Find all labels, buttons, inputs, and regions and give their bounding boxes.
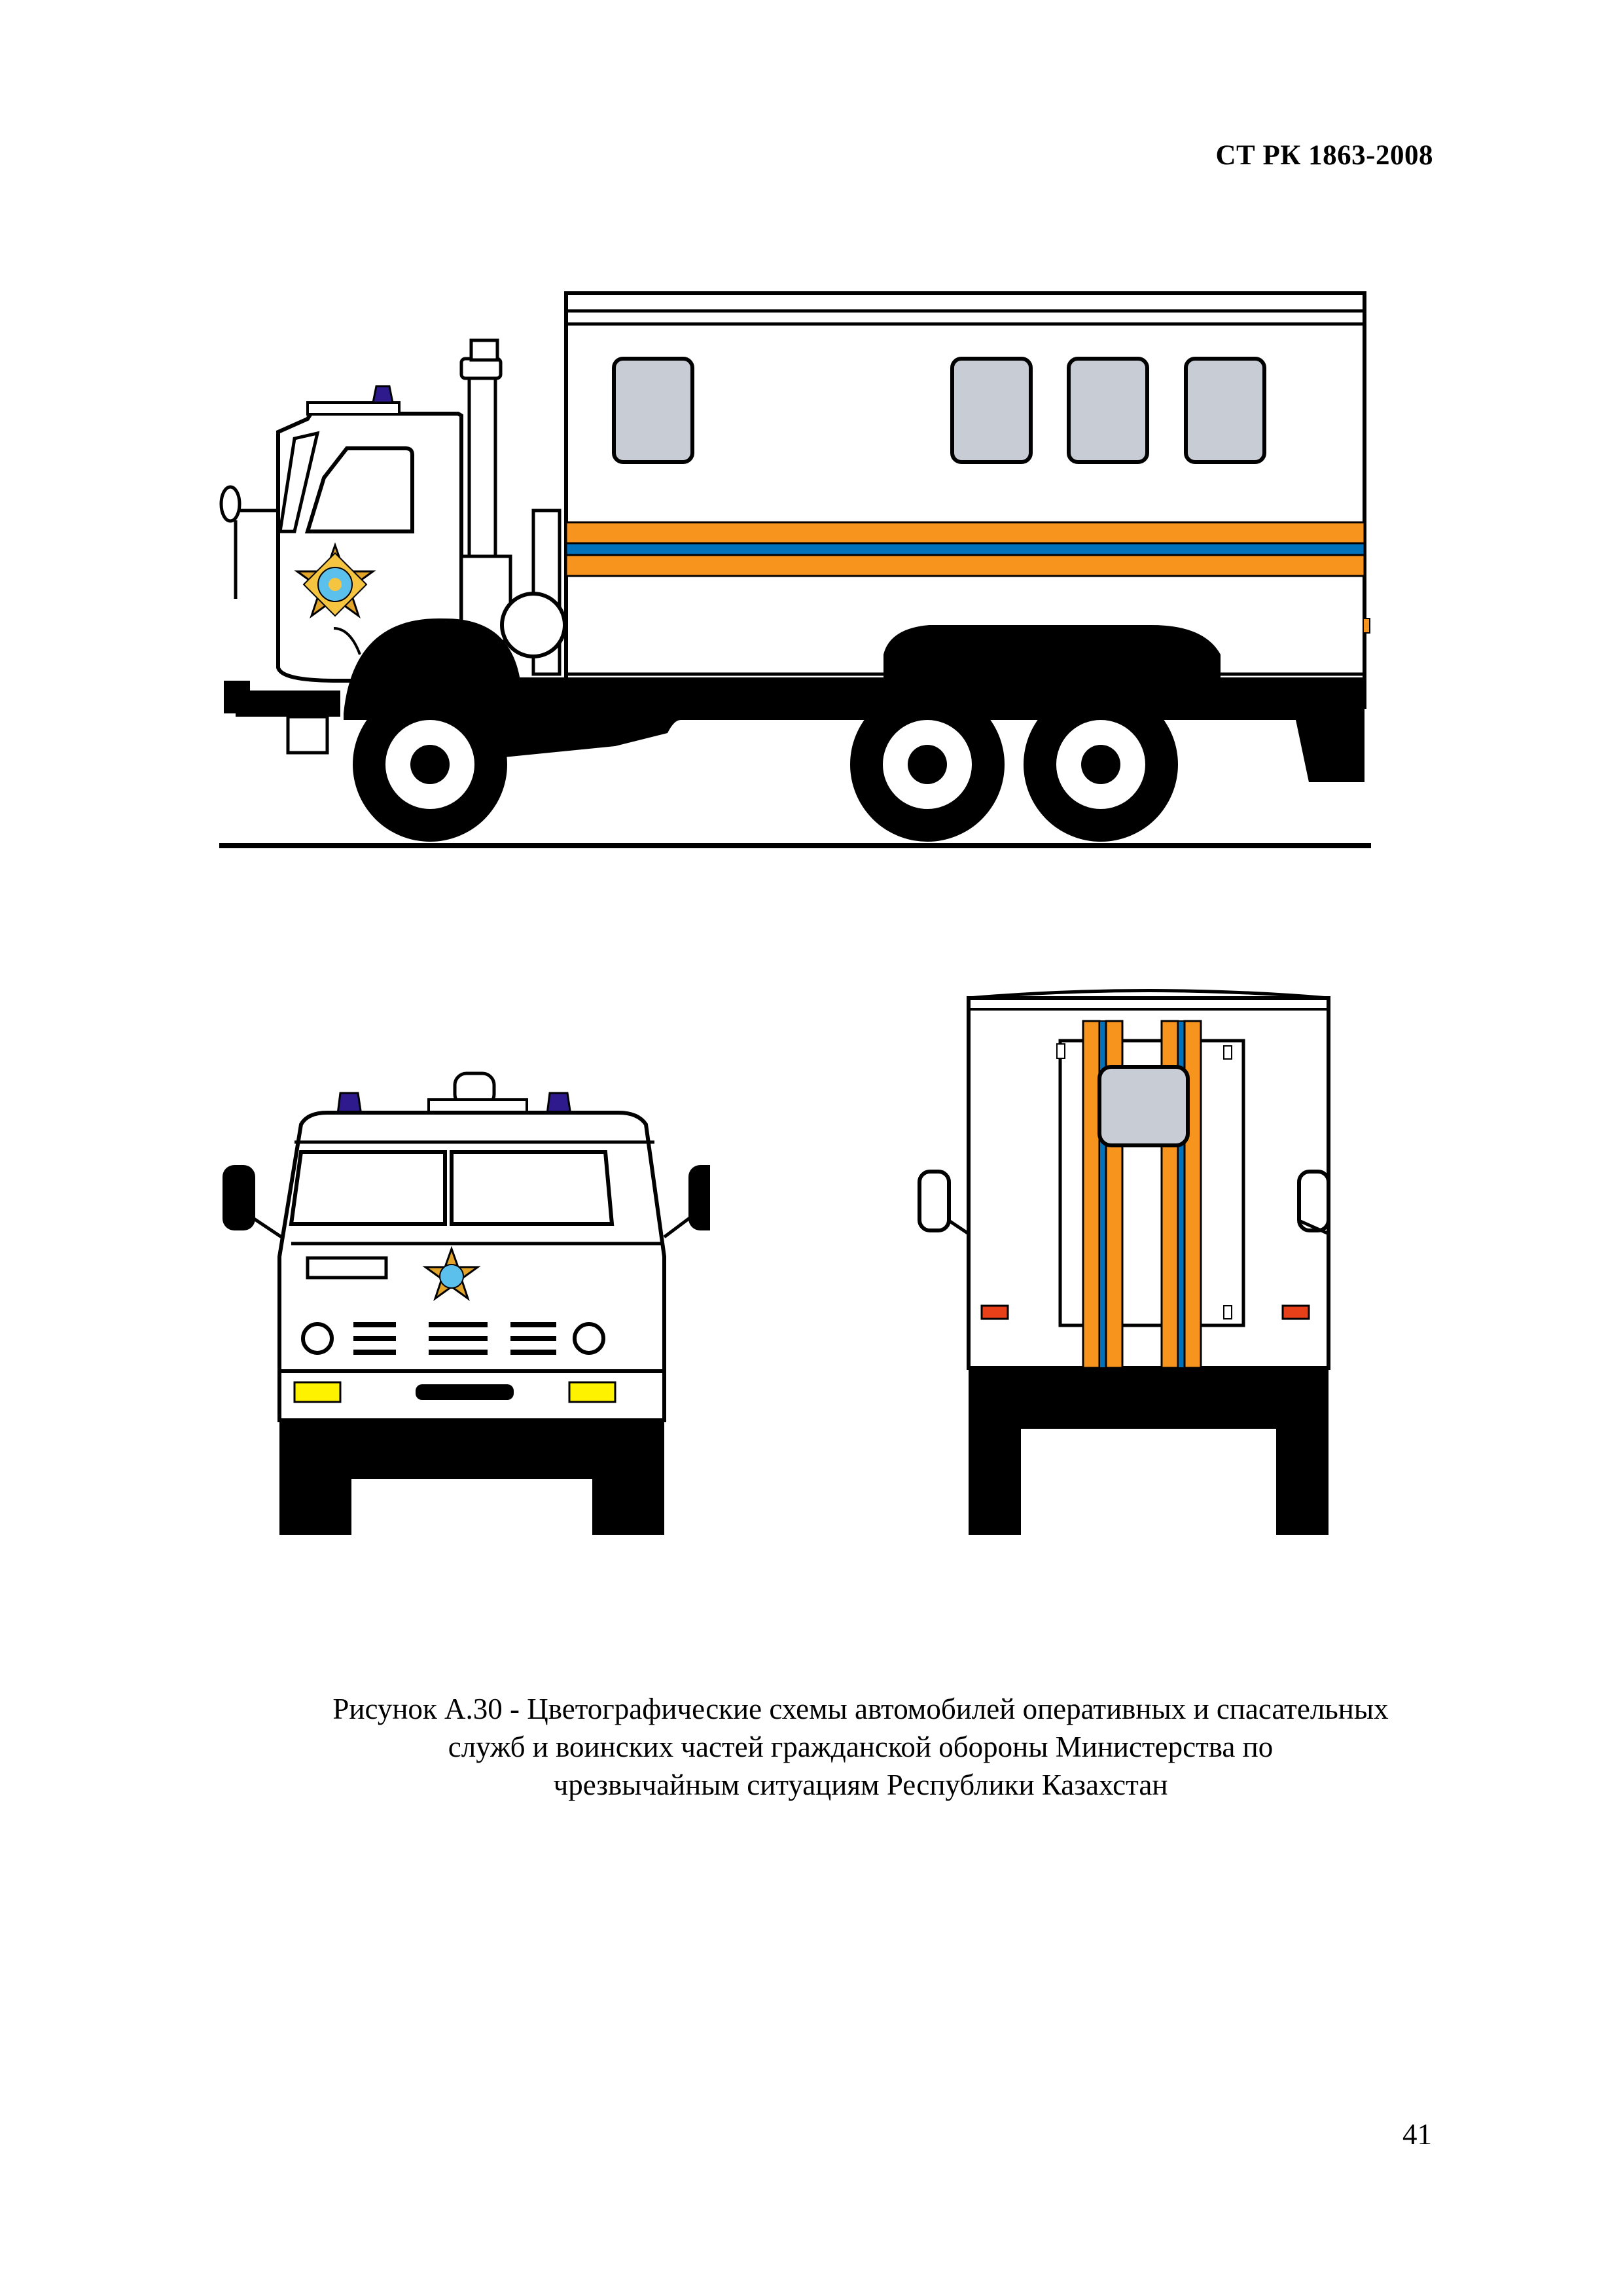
blue-stripe <box>565 542 1366 556</box>
body-window <box>612 357 694 464</box>
mchs-kazakhstan-emblem-icon <box>294 542 376 619</box>
front-fender <box>344 618 520 720</box>
body-window <box>1184 357 1266 464</box>
figure-caption: Рисунок А.30 - Цветографические схемы ав… <box>164 1690 1558 1804</box>
caption-line: служб и воинских частей гражданской обор… <box>448 1731 1274 1763</box>
rear-wheel-1 <box>850 687 1005 842</box>
emergency-beacon-icon <box>372 385 394 404</box>
truck-side-view <box>219 291 1371 848</box>
caption-line: Рисунок А.30 - Цветографические схемы ав… <box>332 1693 1389 1725</box>
mirror-right <box>1297 1170 1330 1232</box>
orange-stripe-top <box>565 521 1366 545</box>
ground-line <box>219 843 1371 848</box>
orange-stripe-bottom <box>565 554 1366 577</box>
cab <box>219 385 463 755</box>
document-code: СТ РК 1863-2008 <box>1215 140 1433 171</box>
body-window <box>1067 357 1149 464</box>
truck-rear-view <box>918 989 1330 1535</box>
headlight-right <box>573 1322 605 1355</box>
rear-light-right <box>1281 1304 1310 1320</box>
truck-front-view <box>223 1071 710 1535</box>
mirror-left <box>918 1170 951 1232</box>
headlight-left <box>301 1322 334 1355</box>
page-number: 41 <box>1402 2118 1432 2151</box>
mchs-kazakhstan-emblem-icon <box>422 1246 481 1301</box>
grille <box>353 1322 556 1355</box>
side-mirror <box>219 485 241 523</box>
fog-light-left <box>293 1381 342 1403</box>
rear-light-left <box>980 1304 1009 1320</box>
body-window <box>950 357 1033 464</box>
spare-tank <box>500 592 567 658</box>
rear-window <box>1097 1065 1190 1147</box>
rear-wheel-2 <box>1024 687 1178 842</box>
fog-light-right <box>568 1381 616 1403</box>
caption-line: чрезвычайным ситуациям Республики Казахс… <box>553 1768 1168 1801</box>
front-wheel <box>353 687 507 842</box>
windshield-right <box>450 1150 615 1226</box>
mirror-right <box>688 1165 710 1230</box>
rear-fender <box>883 625 1221 681</box>
mirror-left <box>223 1165 255 1230</box>
windshield-left <box>289 1150 447 1226</box>
